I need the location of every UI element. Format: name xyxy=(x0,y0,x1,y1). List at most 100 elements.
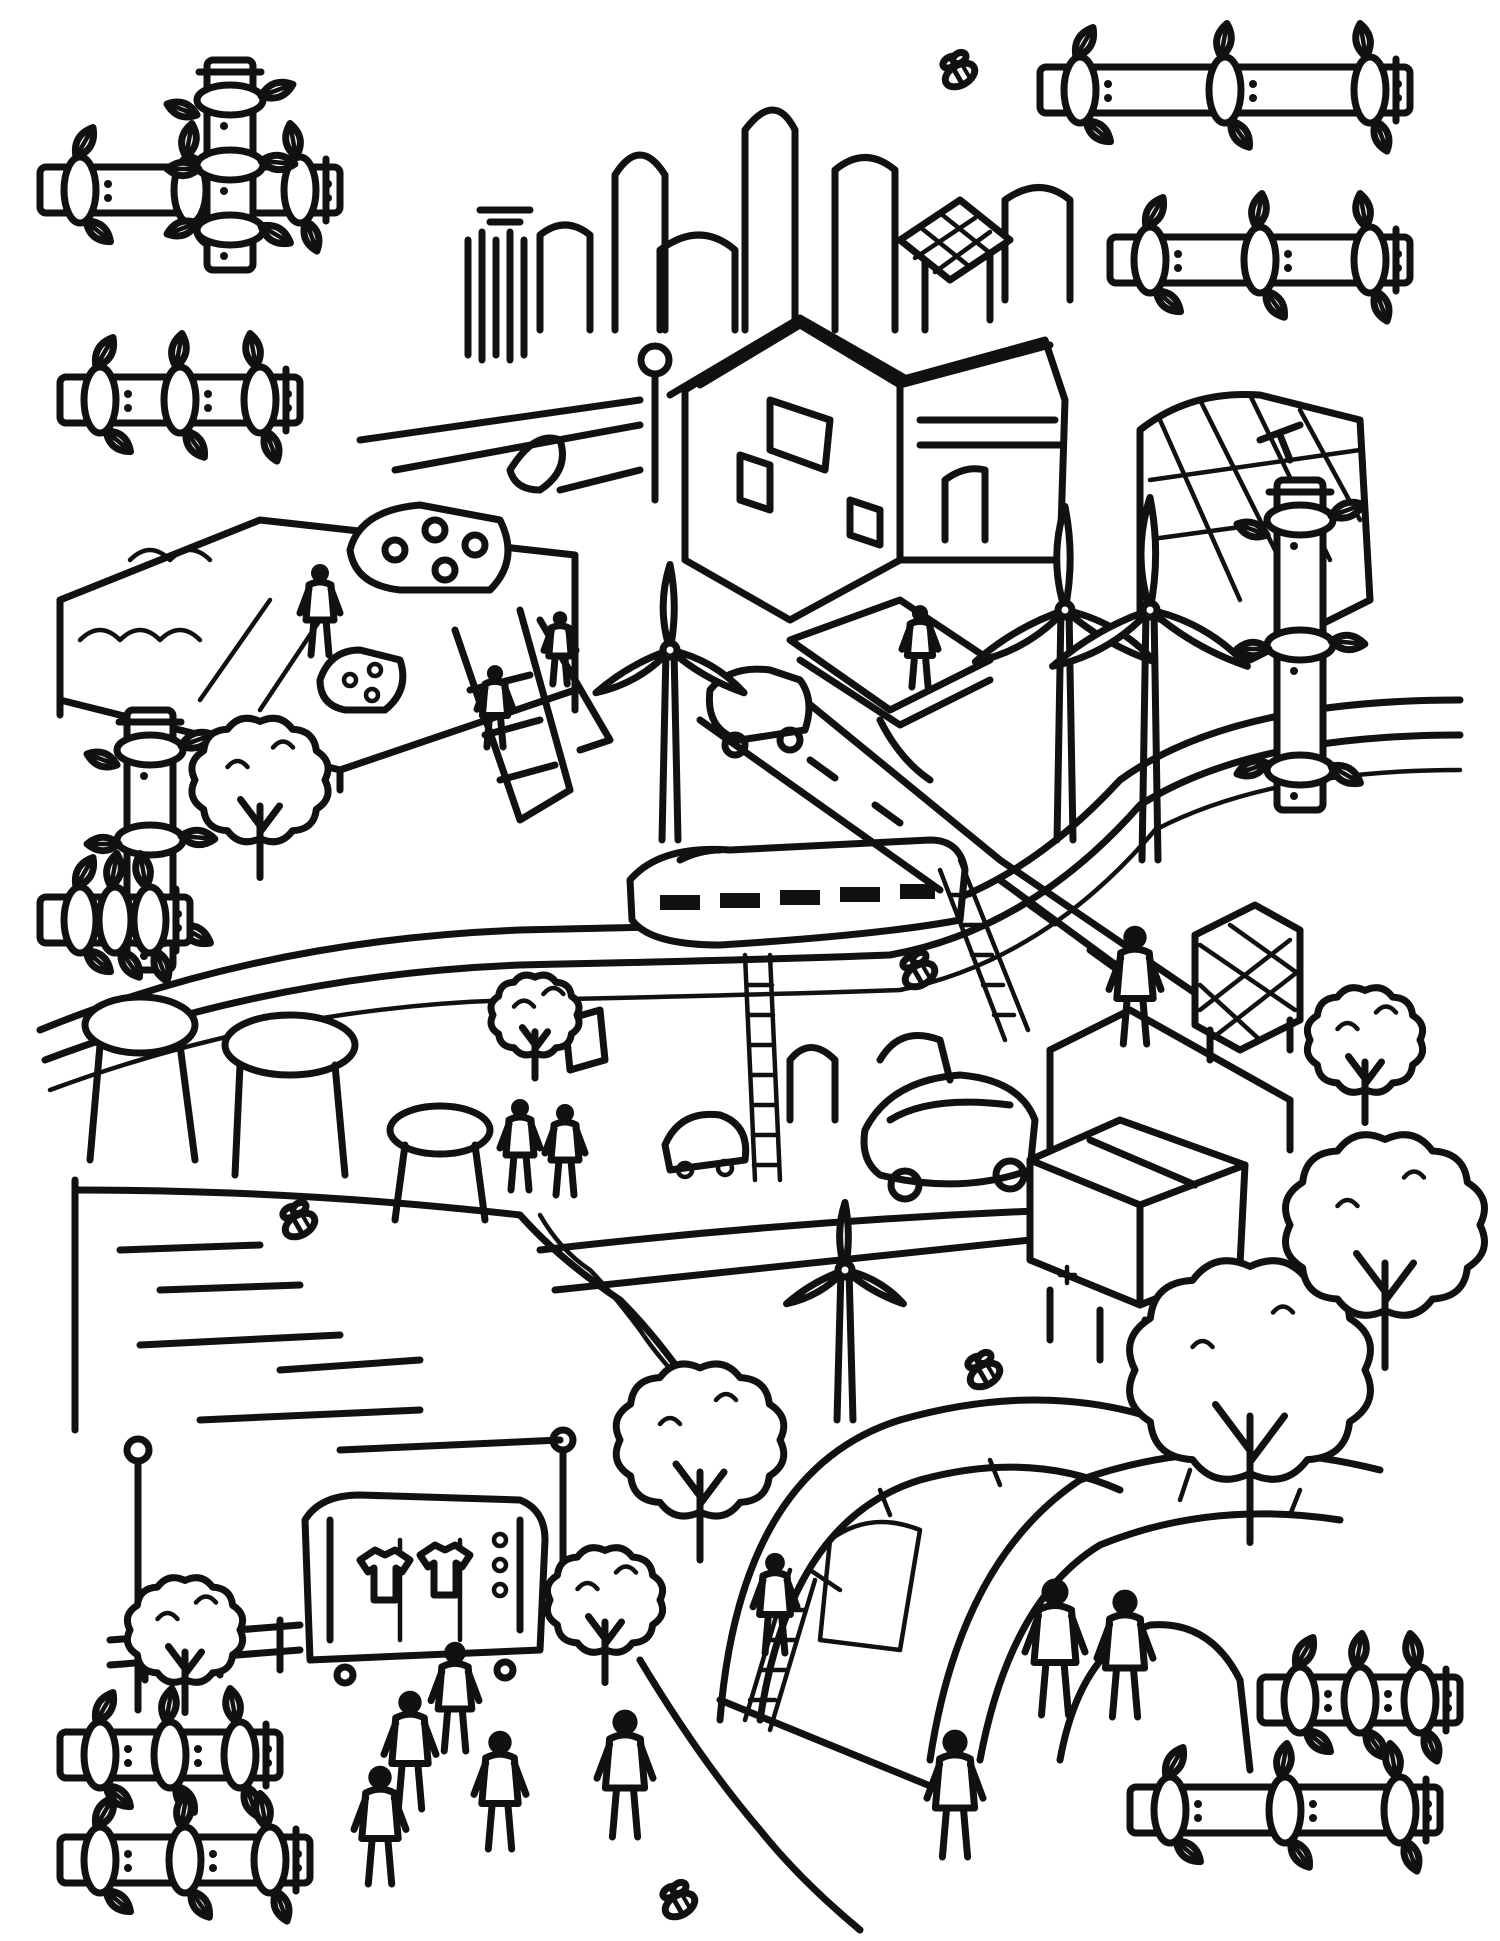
tree-icon xyxy=(1285,1135,1484,1368)
monorail-train xyxy=(630,840,965,945)
pipe-icon xyxy=(1110,192,1410,323)
leaf-icon xyxy=(1327,760,1364,789)
leaf-icon xyxy=(1330,634,1365,651)
shirt-icon xyxy=(360,1550,410,1600)
mini-pod xyxy=(665,1114,746,1177)
leaf-icon xyxy=(1082,116,1115,147)
tree-icon xyxy=(1130,1261,1371,1543)
pipe-icon xyxy=(1130,1742,1440,1873)
electric-car xyxy=(864,1075,1035,1199)
person-icon xyxy=(1109,925,1161,1044)
leaf-icon xyxy=(150,949,174,984)
leaf-icon xyxy=(1400,1839,1424,1874)
leaf-icon xyxy=(283,122,303,158)
leaf-icon xyxy=(165,98,200,122)
leaf-icon xyxy=(180,829,215,846)
leaf-icon xyxy=(1235,518,1270,542)
leaf-icon xyxy=(1237,642,1269,655)
people-layer xyxy=(300,564,1161,1884)
tree-icon xyxy=(547,1548,662,1683)
pipe-icon xyxy=(1235,480,1366,810)
lamp-post-icon xyxy=(641,346,669,500)
tree-icon xyxy=(192,718,328,877)
leaf-icon xyxy=(165,217,200,241)
leaf-icon xyxy=(1152,286,1185,317)
charging-arch xyxy=(790,1036,950,1121)
tree-icon xyxy=(1307,988,1422,1123)
leaf-icon xyxy=(1249,192,1269,228)
leaf-icon xyxy=(1353,192,1373,228)
leaf-icon xyxy=(1302,1726,1335,1757)
leaf-icon xyxy=(85,748,120,772)
leaf-icon xyxy=(169,332,189,368)
leaf-icon xyxy=(300,219,324,254)
bee-icon xyxy=(961,1349,1004,1392)
tree-icon xyxy=(491,975,579,1078)
leaf-icon xyxy=(82,946,115,977)
shirt-icon xyxy=(420,1545,470,1595)
city-skyline xyxy=(468,110,1070,360)
pipe-icon xyxy=(40,852,190,983)
leaf-icon xyxy=(115,947,144,981)
bee-icon xyxy=(276,1199,319,1242)
leaf-icon xyxy=(253,1792,273,1828)
leaf-icon xyxy=(90,1794,119,1831)
person-icon xyxy=(354,1765,406,1884)
leaf-icon xyxy=(257,220,294,249)
leaf-icon xyxy=(159,1687,179,1723)
pipe-icon xyxy=(1260,1632,1460,1763)
leaf-icon xyxy=(1329,498,1366,523)
leaf-icon xyxy=(90,1689,119,1726)
leaf-icon xyxy=(223,1687,243,1723)
leaf-icon xyxy=(1140,194,1169,231)
terrace-field xyxy=(75,1180,700,1450)
leaf-icon xyxy=(1214,22,1234,58)
bee-icon xyxy=(896,949,939,992)
leaf-icon xyxy=(260,429,284,464)
leaf-icon xyxy=(180,427,209,461)
leaf-icon xyxy=(1225,117,1254,151)
pipe-icon xyxy=(1040,22,1410,153)
person-icon xyxy=(500,1099,540,1190)
tree-icon xyxy=(616,1364,784,1560)
turbine-layer xyxy=(594,498,1252,1421)
person-icon xyxy=(545,1104,585,1195)
person-icon xyxy=(474,1730,526,1849)
leaf-icon xyxy=(90,334,119,371)
leaf-icon xyxy=(70,124,99,161)
leaf-icon xyxy=(70,854,99,891)
water-tower xyxy=(225,1015,355,1175)
leaf-icon xyxy=(87,837,119,850)
bee-layer xyxy=(276,49,1004,1922)
leaf-icon xyxy=(102,1886,135,1917)
bee-icon xyxy=(936,49,979,92)
lamp-post-icon xyxy=(127,1439,149,1710)
pipe-layer xyxy=(40,22,1460,1923)
person-icon xyxy=(384,1690,436,1809)
pipe-icon xyxy=(60,332,300,463)
person-icon xyxy=(1097,1589,1153,1717)
leaf-icon xyxy=(1274,1742,1294,1778)
person-icon xyxy=(753,1552,797,1653)
tree-icon xyxy=(127,1578,242,1713)
leaf-icon xyxy=(167,162,199,175)
leaf-icon xyxy=(1290,1634,1319,1671)
leaf-icon xyxy=(1370,119,1394,154)
pipe-icon xyxy=(40,122,340,253)
leaf-icon xyxy=(1403,1632,1423,1668)
leaf-icon xyxy=(179,122,199,158)
person-icon xyxy=(1025,1578,1085,1716)
tree-layer xyxy=(127,718,1484,1712)
solar-panel-icon xyxy=(900,200,1010,330)
leaf-icon xyxy=(1285,1837,1314,1871)
leaf-icon xyxy=(259,78,296,103)
walkway xyxy=(640,1660,940,1930)
ladder xyxy=(940,860,1028,1040)
trellis-box xyxy=(1195,905,1300,1060)
leaf-icon xyxy=(102,426,135,457)
person-icon xyxy=(300,564,340,655)
leaf-icon xyxy=(1370,289,1394,324)
bee-icon xyxy=(656,1879,699,1922)
person-icon xyxy=(902,605,938,687)
leaf-icon xyxy=(1235,757,1270,781)
